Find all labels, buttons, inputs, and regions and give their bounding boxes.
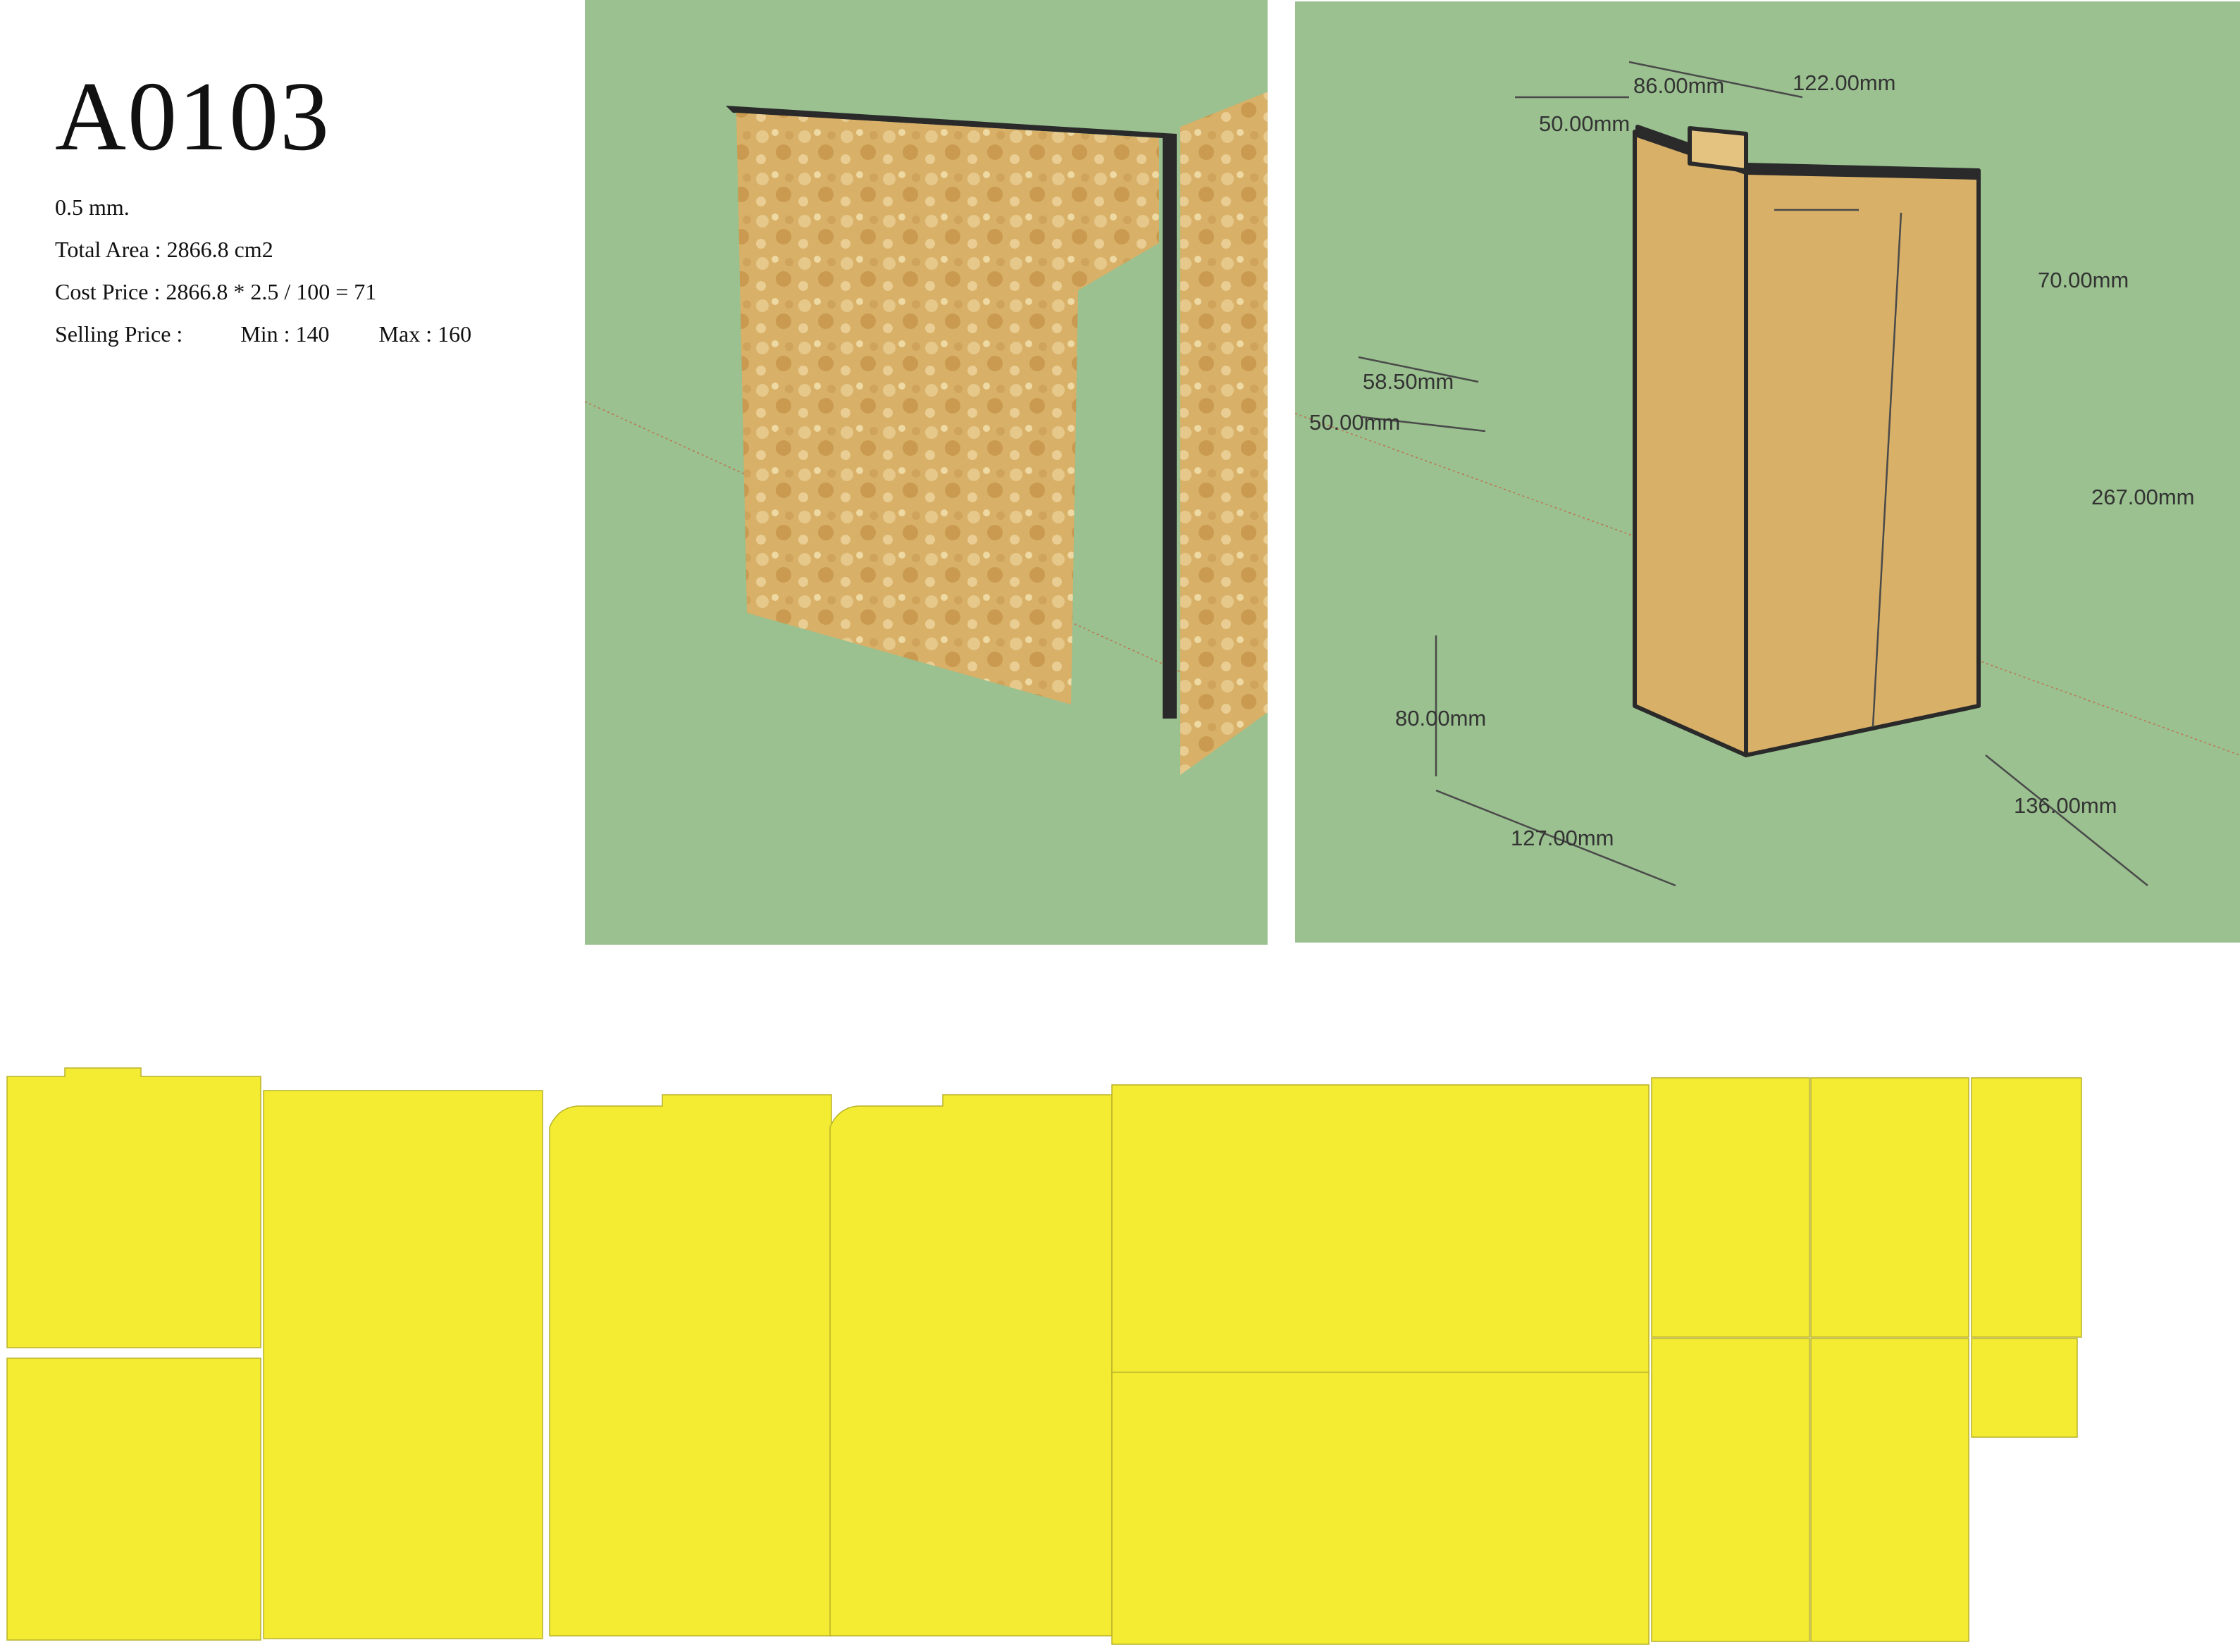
selling-price-max: Max : 160 (378, 321, 472, 347)
dimension-svg: 86.00mm 122.00mm 50.00mm 70.00mm 58.50mm… (1295, 1, 2240, 943)
dim-label-58: 58.50mm (1363, 369, 1454, 394)
cut-layout-svg (6, 1067, 2082, 1645)
product-code: A0103 (55, 62, 331, 171)
dim-label-70: 70.00mm (2038, 268, 2129, 292)
cut-piece-10 (1810, 1077, 1969, 1338)
cut-piece-9 (1651, 1338, 1810, 1642)
dim-label-136: 136.00mm (2014, 793, 2117, 818)
cost-price-text: Cost Price : 2866.8 * 2.5 / 100 = 71 (55, 279, 377, 304)
total-area-text: Total Area : 2866.8 cm2 (55, 237, 273, 262)
dim-label-50a: 50.00mm (1539, 111, 1630, 136)
selling-price-row: Selling Price : Min : 140 Max : 160 (55, 313, 471, 355)
cut-pieces (6, 1067, 2082, 1645)
render-view (585, 0, 1268, 945)
dim-line-267 (1871, 212, 1902, 728)
cut-piece-13 (1971, 1338, 2078, 1438)
cut-piece-5 (829, 1094, 1113, 1637)
dim-line-58 (1358, 356, 1479, 383)
cut-piece-11 (1810, 1338, 1969, 1642)
dim-right-body (1744, 168, 1981, 757)
selling-price-label: Selling Price : (55, 321, 183, 347)
cut-piece-2 (6, 1358, 261, 1641)
render-svg (585, 0, 1268, 945)
cut-piece-12 (1971, 1077, 2082, 1338)
dimension-view: 86.00mm 122.00mm 50.00mm 70.00mm 58.50mm… (1295, 1, 2240, 943)
dimension-cabinet (1633, 125, 1981, 757)
dim-label-80: 80.00mm (1395, 706, 1486, 731)
cut-piece-3 (263, 1090, 543, 1639)
dim-label-127: 127.00mm (1511, 826, 1614, 850)
cut-piece-4 (549, 1094, 832, 1637)
dim-line-127 (1435, 789, 1676, 887)
dim-label-122: 122.00mm (1793, 70, 1895, 95)
cabinet-model (726, 92, 1268, 775)
thickness-text: 0.5 mm. (55, 194, 130, 220)
dim-line-136 (1985, 754, 2148, 886)
dim-label-86: 86.00mm (1633, 73, 1724, 98)
dim-line-50b (1361, 416, 1486, 433)
cut-piece-1 (6, 1067, 261, 1348)
dim-line-122 (1628, 61, 1803, 99)
right-side-upper (1180, 92, 1268, 775)
product-info: A0103 0.5 mm. Total Area : 2866.8 cm2 Co… (55, 68, 471, 355)
dim-label-267: 267.00mm (2091, 485, 2194, 509)
dim-label-50b: 50.00mm (1309, 410, 1400, 435)
cut-piece-8 (1651, 1077, 1810, 1338)
dimension-lines (1358, 61, 2148, 887)
cut-piece-7 (1111, 1372, 1650, 1645)
dim-top-block (1688, 126, 1748, 173)
dim-left-body (1633, 130, 1748, 757)
back-panel (736, 113, 1159, 704)
cut-layout (0, 1057, 2086, 1648)
cut-piece-6 (1111, 1084, 1650, 1377)
selling-price-min: Min : 140 (240, 321, 330, 347)
